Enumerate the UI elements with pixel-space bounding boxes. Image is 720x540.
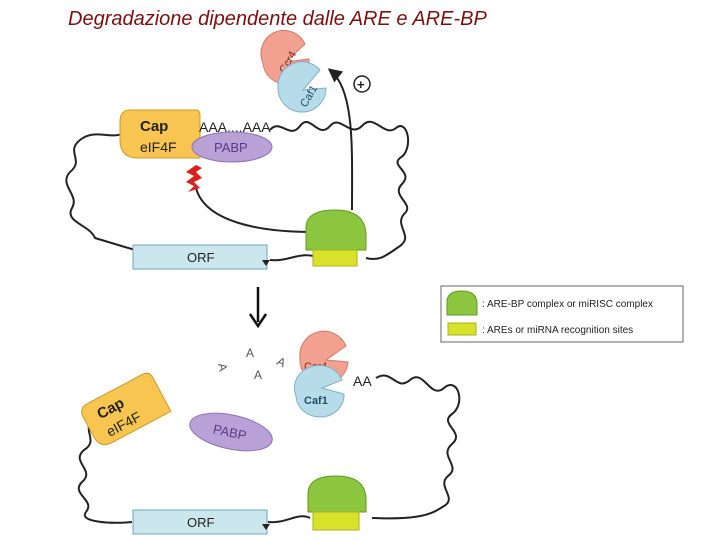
- are-bp-complex-bottom: [308, 476, 366, 512]
- are-site: [313, 250, 357, 266]
- legend-swatch-are-site: [448, 323, 476, 335]
- legend: : ARE-BP complex or miRISC complex : ARE…: [441, 286, 683, 342]
- are-bp-complex: [306, 210, 366, 250]
- eif4f-label: eIF4F: [140, 139, 177, 155]
- are-site-bottom: [313, 512, 359, 530]
- bottom-panel: Cap eIF4F PABP A A A A Ccr4 Caf1 AA ORF: [79, 331, 460, 534]
- aa-label: AA: [353, 373, 372, 389]
- caf1-label-bottom: Caf1: [304, 395, 328, 407]
- pabp-label: PABP: [214, 140, 248, 155]
- released-a-1: A: [246, 346, 254, 360]
- cap-label: Cap: [140, 118, 168, 135]
- caf1-enzyme-bottom: [294, 365, 344, 417]
- inhibition-marker: [186, 165, 202, 192]
- legend-label-are-bp: : ARE-BP complex or miRISC complex: [482, 299, 653, 310]
- legend-swatch-are-bp: [447, 291, 477, 315]
- orf-label: ORF: [187, 250, 215, 265]
- plus-label: +: [357, 77, 365, 92]
- activation-arrow: [330, 70, 352, 210]
- released-a-2: A: [215, 362, 230, 372]
- orf-label-bottom: ORF: [187, 515, 215, 530]
- released-a-3: A: [275, 354, 288, 370]
- transition-arrow: [250, 287, 266, 326]
- legend-label-are-site: : AREs or miRNA recognition sites: [482, 325, 633, 336]
- released-a-4: A: [254, 368, 262, 382]
- inhibition-arrow: [196, 188, 312, 232]
- top-panel: Cap eIF4F AAA....AAA PABP Ccr4 Caf1 + OR…: [66, 30, 408, 269]
